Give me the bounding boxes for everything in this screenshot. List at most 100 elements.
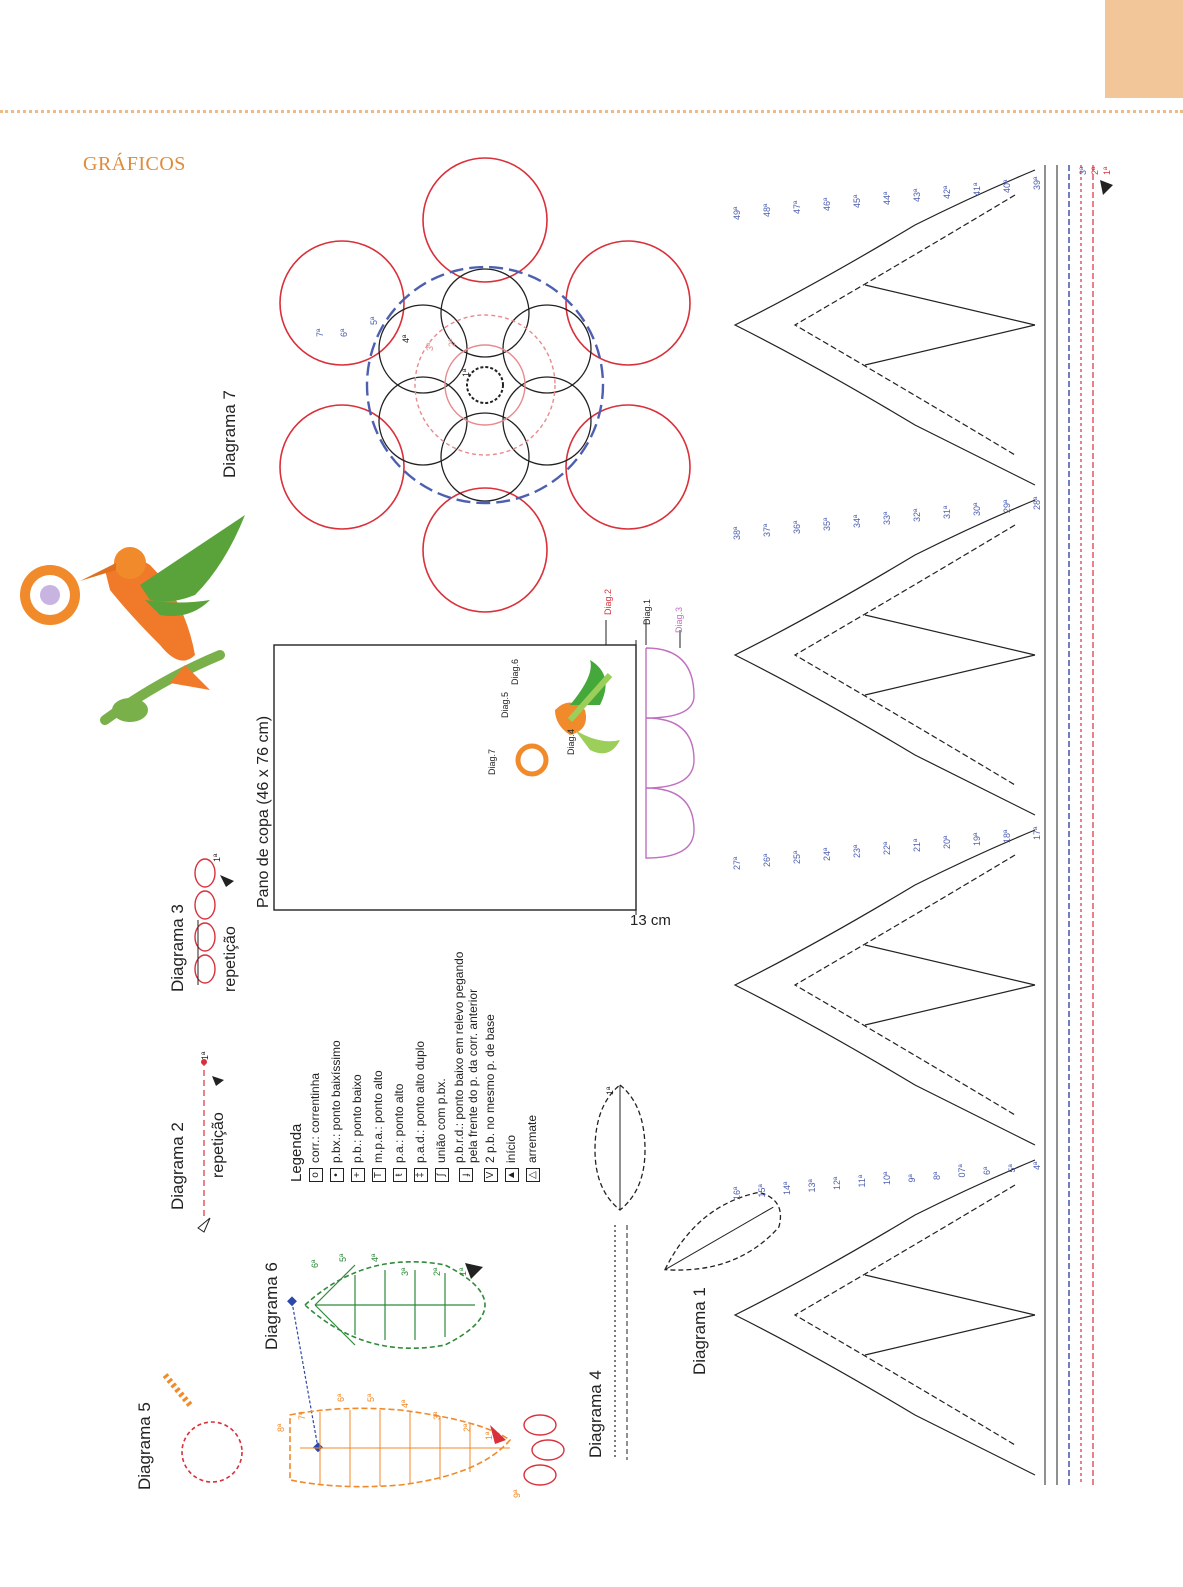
border-row-label: 33ª bbox=[882, 511, 892, 525]
d5-head bbox=[181, 1421, 243, 1483]
border-row-label: 8ª bbox=[932, 1171, 942, 1180]
border-row-label: 6ª bbox=[982, 1166, 992, 1175]
border-row-label: 18ª bbox=[1002, 829, 1012, 843]
border-row-label: 24ª bbox=[822, 847, 832, 861]
flower-row-label-1: 1ª bbox=[461, 368, 471, 377]
diagram-3-label: Diagrama 3 bbox=[168, 904, 187, 992]
d5-row-6: 6ª bbox=[336, 1393, 346, 1402]
flower-row-label-7: 7ª bbox=[315, 328, 325, 337]
start-icon: ▲ bbox=[504, 1168, 519, 1182]
border-row-label: 43ª bbox=[912, 188, 922, 202]
callout-diag5: Diag.5 bbox=[500, 691, 510, 718]
legend-item: △arremate bbox=[522, 952, 543, 1182]
border-row-label: 9ª bbox=[907, 1173, 917, 1182]
callout-diag3: Diag.3 bbox=[674, 606, 684, 633]
callout-diag4: Diag.4 bbox=[566, 728, 576, 755]
flower-center bbox=[466, 366, 504, 404]
legend-item: ∫união com p.bx. bbox=[431, 952, 452, 1182]
legend-item: ▲início bbox=[501, 952, 522, 1182]
dotted-divider bbox=[0, 110, 1183, 113]
border-row-label: 4ª bbox=[1032, 1161, 1042, 1170]
diagram-3-row-1: 1ª bbox=[212, 853, 222, 862]
border-row-label: 10ª bbox=[882, 1171, 892, 1185]
d5-body bbox=[289, 1407, 512, 1488]
border-row-label: 25ª bbox=[792, 850, 802, 864]
border-row-label: 5ª bbox=[1007, 1163, 1017, 1172]
legend-title: Legenda bbox=[288, 1123, 305, 1182]
corner-tab bbox=[1105, 0, 1183, 98]
callout-diag1: Diag.1 bbox=[642, 598, 652, 625]
border-row-label: 34ª bbox=[852, 514, 862, 528]
increase-icon: V bbox=[483, 1168, 498, 1182]
border-row-label: 17ª bbox=[1032, 826, 1042, 840]
legend-item: •p.bx.: ponto baixíssimo bbox=[326, 952, 347, 1182]
pano-layout-plan bbox=[273, 620, 695, 915]
border-row-label: 11ª bbox=[857, 1174, 867, 1187]
border-row-label: 46ª bbox=[822, 197, 832, 211]
flower-pink-ring bbox=[414, 314, 556, 456]
border-row-label: 20ª bbox=[942, 835, 952, 849]
border-row-label: 1ª bbox=[1102, 166, 1112, 175]
border-base-lines bbox=[1044, 165, 1094, 1485]
border-row-label: 27ª bbox=[732, 856, 742, 870]
border-row-label: 16ª bbox=[732, 1186, 742, 1200]
pano-motif bbox=[515, 660, 620, 777]
border-row-label: 12ª bbox=[832, 1176, 842, 1190]
diagram-2-chart bbox=[197, 1059, 224, 1233]
chain-icon: o bbox=[308, 1168, 323, 1182]
pano-rectangle bbox=[273, 644, 637, 911]
border-row-label: 26ª bbox=[762, 853, 772, 867]
border-row-label: 40ª bbox=[1002, 179, 1012, 193]
callout-diag2: Diag.2 bbox=[603, 588, 613, 615]
border-row-label: 36ª bbox=[792, 520, 802, 534]
border-row-label: 3ª bbox=[1078, 166, 1088, 175]
flower-row-label-4: 4ª bbox=[401, 334, 411, 343]
border-row-label: 47ª bbox=[792, 200, 802, 214]
border-row-label: 15ª bbox=[757, 1183, 767, 1197]
callout-diag6: Diag.6 bbox=[510, 658, 520, 685]
border-row-label: 21ª bbox=[912, 838, 922, 852]
border-row-label: 41ª bbox=[972, 182, 982, 196]
border-row-label: 37ª bbox=[762, 523, 772, 537]
d6-row-6: 6ª bbox=[310, 1259, 320, 1268]
d6-row-2: 2ª bbox=[432, 1267, 442, 1276]
d5-row-2: 2ª bbox=[462, 1423, 472, 1432]
border-row-label: 13ª bbox=[807, 1178, 817, 1192]
pano-border-measure: 13 cm bbox=[630, 912, 671, 929]
d4-row-1: 1ª bbox=[605, 1086, 615, 1095]
double-crochet-icon: ŧ bbox=[392, 1168, 407, 1182]
front-post-icon: ɟ bbox=[459, 1168, 473, 1182]
diagram-7-label: Diagrama 7 bbox=[220, 390, 239, 478]
border-row-label: 35ª bbox=[822, 517, 832, 531]
border-row-label: 44ª bbox=[882, 191, 892, 205]
d6-row-3: 3ª bbox=[400, 1267, 410, 1276]
border-row-label: 28ª bbox=[1032, 496, 1042, 510]
flower-row-label-5: 5ª bbox=[369, 316, 379, 325]
d5-row-9: 9ª bbox=[512, 1489, 522, 1498]
diagram-1-border-chart: 1ª2ª3ª4ª5ª6ª07ª8ª9ª10ª11ª12ª13ª14ª15ª16ª… bbox=[732, 165, 1113, 1485]
border-row-label: 49ª bbox=[732, 206, 742, 220]
d5-row-1: 1ª bbox=[484, 1431, 494, 1440]
hummingbird-photo bbox=[20, 515, 245, 725]
d5-row-4: 4ª bbox=[400, 1399, 410, 1408]
join-icon: ∫ bbox=[434, 1168, 449, 1182]
border-row-label: 48ª bbox=[762, 203, 772, 217]
legend-item: ‡p.a.d.: ponto alto duplo bbox=[410, 952, 431, 1182]
single-crochet-icon: + bbox=[350, 1168, 365, 1182]
treble-crochet-icon: ‡ bbox=[413, 1168, 428, 1182]
diagram-4-chart bbox=[594, 1084, 782, 1460]
flower-row-label-2: 2ª bbox=[447, 338, 457, 347]
diagram-6-label: Diagrama 6 bbox=[262, 1262, 281, 1350]
border-row-label: 19ª bbox=[972, 832, 982, 846]
border-row-label: 2ª bbox=[1090, 166, 1100, 175]
border-row-label: 23ª bbox=[852, 844, 862, 858]
diagram-2-label: Diagrama 2 bbox=[168, 1122, 187, 1210]
diagram-3-chart bbox=[194, 858, 234, 985]
diagram-1-label: Diagrama 1 bbox=[690, 1287, 709, 1375]
photo-bird-beak bbox=[80, 563, 116, 581]
